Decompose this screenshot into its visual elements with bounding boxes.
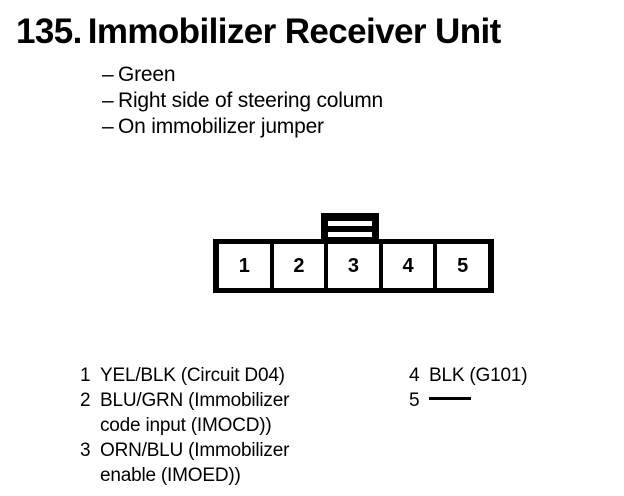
note-item-label: Green (118, 63, 176, 86)
pin-description-line1: ORN/BLU (Immobilizer (100, 440, 290, 461)
unused-pin-dash-icon (429, 396, 471, 400)
note-item-label: On immobilizer jumper (118, 115, 324, 138)
notes-list: – Green – Right side of steering column … (102, 62, 383, 140)
note-item: – On immobilizer jumper (102, 114, 383, 140)
pin-description-unused (429, 388, 614, 413)
pin-description-line1: BLK (G101) (429, 365, 528, 386)
pin-legend-row: 5 (409, 388, 614, 413)
note-item: – Green (102, 62, 383, 88)
pin-legend-right-column: 4 BLK (G101) 5 (409, 363, 614, 413)
pin-legend-left-column: 1 YEL/BLK (Circuit D04) 2 BLU/GRN (Immob… (80, 363, 390, 488)
pin-description: BLK (G101) (429, 363, 614, 388)
page-title-text: Immobilizer Receiver Unit (87, 12, 502, 51)
connector-cavity-1: 1 (219, 244, 270, 288)
note-item: – Right side of steering column (102, 88, 383, 114)
page-title: 135.Immobilizer Receiver Unit (16, 14, 501, 49)
pin-description: ORN/BLU (Immobilizer enable (IMOED)) (100, 438, 390, 488)
dash-icon: – (102, 115, 114, 138)
connector-tab-slot (328, 221, 372, 226)
pin-number: 5 (409, 390, 420, 411)
pin-legend-row: 2 BLU/GRN (Immobilizer code input (IMOCD… (80, 388, 390, 438)
pin-legend-row: 1 YEL/BLK (Circuit D04) (80, 363, 390, 388)
dash-icon: – (102, 63, 114, 86)
dash-icon: – (102, 89, 114, 112)
pin-number: 1 (80, 365, 91, 386)
pin-legend-row: 4 BLK (G101) (409, 363, 614, 388)
pin-description-line1: YEL/BLK (Circuit D04) (100, 365, 285, 386)
pin-legend-row: 3 ORN/BLU (Immobilizer enable (IMOED)) (80, 438, 390, 488)
connector-tab-slot (328, 232, 372, 237)
pin-description-line2: enable (IMOED)) (100, 465, 241, 486)
connector-cavity-3: 3 (328, 244, 379, 288)
connector-cavity-5: 5 (437, 244, 488, 288)
connector-body: 1 2 3 4 5 (213, 239, 494, 293)
pin-number: 4 (409, 365, 420, 386)
note-item-label: Right side of steering column (118, 89, 384, 112)
connector-diagram: 1 2 3 4 5 (213, 213, 494, 293)
page-title-number: 135. (16, 12, 82, 51)
pin-description: BLU/GRN (Immobilizer code input (IMOCD)) (100, 388, 390, 438)
connector-cavity-4: 4 (382, 244, 434, 288)
connector-cavity-2: 2 (273, 244, 325, 288)
pin-description: YEL/BLK (Circuit D04) (100, 363, 390, 388)
pin-number: 2 (80, 390, 91, 411)
pin-description-line2: code input (IMOCD)) (100, 415, 272, 436)
pin-description-line1: BLU/GRN (Immobilizer (100, 390, 290, 411)
pin-number: 3 (80, 440, 91, 461)
